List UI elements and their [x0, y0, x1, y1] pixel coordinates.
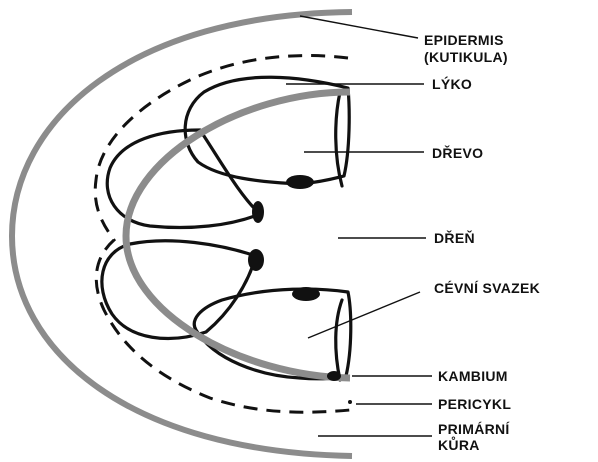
- xylem-blob-lower: [292, 287, 320, 301]
- label-epidermis: EPIDERMIS: [424, 32, 504, 48]
- xylem-blob-lower-left: [248, 249, 264, 271]
- label-pericykl: PERICYKL: [438, 396, 511, 412]
- xylem-blob-upper: [286, 175, 314, 189]
- label-kura: KŮRA: [438, 435, 480, 453]
- xylem-blob-upper-left: [252, 201, 264, 223]
- label-cevni-svazek: CÉVNÍ SVAZEK: [434, 280, 540, 296]
- upper-bundle-inner-line: [336, 92, 342, 186]
- label-primarni: PRIMÁRNÍ: [438, 421, 510, 437]
- pericycle-dot: [348, 400, 352, 404]
- label-lyko: LÝKO: [432, 75, 472, 92]
- label-drevo: DŘEVO: [432, 144, 483, 161]
- label-kambium: KAMBIUM: [438, 368, 508, 384]
- xylem-blob-bottom: [327, 371, 341, 381]
- leader-epidermis: [300, 16, 418, 38]
- pericycle-dashed-line: [95, 56, 350, 413]
- leader-cevni-svazek: [308, 292, 420, 338]
- lower-bundle-inner-line: [336, 300, 342, 380]
- label-kutikula: (KUTIKULA): [424, 49, 508, 65]
- label-dren: DŘEŇ: [434, 229, 475, 246]
